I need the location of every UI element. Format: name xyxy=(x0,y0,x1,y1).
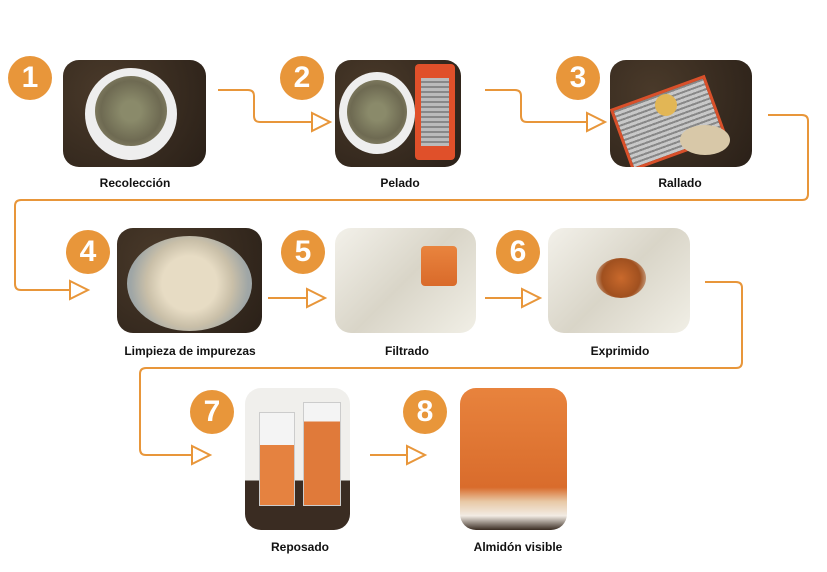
step-1-label: Recolección xyxy=(99,176,171,190)
step-2-photo xyxy=(335,60,461,167)
step-8-label: Almidón visible xyxy=(473,540,563,554)
arrow-7-8 xyxy=(370,444,428,466)
arrow-1-2 xyxy=(218,89,333,133)
step-4-label: Limpieza de impurezas xyxy=(124,344,256,358)
step-1-photo xyxy=(63,60,206,167)
step-3-badge: 3 xyxy=(556,56,600,100)
arrow-4-5 xyxy=(268,287,328,309)
step-7-photo xyxy=(245,388,350,530)
step-7-badge: 7 xyxy=(190,390,234,434)
step-6-label: Exprimido xyxy=(590,344,650,358)
step-5-photo xyxy=(335,228,476,333)
step-4-badge: 4 xyxy=(66,230,110,274)
step-4-photo xyxy=(117,228,262,333)
step-3-photo xyxy=(610,60,752,167)
step-1-badge: 1 xyxy=(8,56,52,100)
step-7-label: Reposado xyxy=(270,540,330,554)
step-2-label: Pelado xyxy=(380,176,420,190)
arrow-3-4 xyxy=(14,114,809,301)
step-6-badge: 6 xyxy=(496,230,540,274)
step-5-label: Filtrado xyxy=(385,344,429,358)
step-6-photo xyxy=(548,228,690,333)
step-8-badge: 8 xyxy=(403,390,447,434)
arrow-5-6 xyxy=(485,287,543,309)
step-5-badge: 5 xyxy=(281,230,325,274)
step-2-badge: 2 xyxy=(280,56,324,100)
arrow-2-3 xyxy=(485,89,608,133)
step-3-label: Rallado xyxy=(658,176,702,190)
arrow-6-7 xyxy=(139,281,743,466)
step-8-photo xyxy=(460,388,567,530)
